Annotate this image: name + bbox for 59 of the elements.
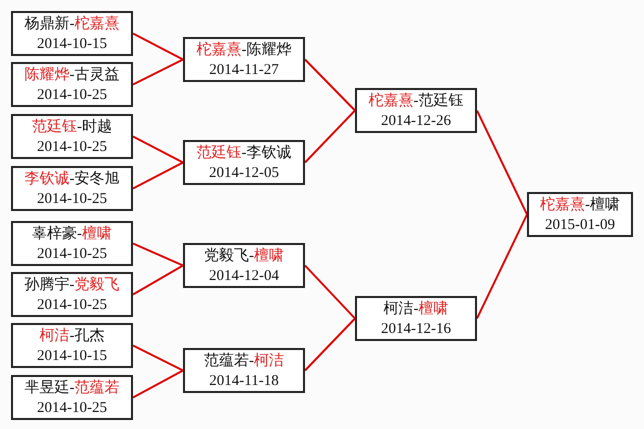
match-date: 2014-11-18 (209, 372, 279, 390)
bracket-line (476, 214, 528, 319)
bracket-line (132, 58, 184, 86)
match-date: 2014-10-25 (37, 244, 107, 264)
match-players: 陈耀烨-古灵益 (24, 66, 120, 84)
match-box (183, 243, 305, 288)
bracket-line (132, 264, 184, 296)
match-box (11, 272, 133, 317)
match-date: 2014-12-04 (209, 266, 279, 286)
match-players: 孙腾宇-党毅飞 (24, 275, 120, 294)
match-date: 2014-10-25 (37, 138, 107, 156)
match-box (183, 348, 305, 393)
match-box (527, 192, 633, 237)
match-date: 2014-10-25 (37, 296, 107, 314)
bracket-line (304, 58, 356, 112)
match-players: 柁嘉熹-檀啸 (540, 196, 620, 214)
match-date: 2014-12-16 (381, 320, 451, 338)
match-date: 2014-10-25 (37, 86, 107, 104)
bracket-line (304, 110, 356, 164)
match-box (11, 62, 133, 107)
match-players: 柯洁-檀啸 (384, 300, 448, 318)
match-box (11, 375, 133, 420)
match-date: 2015-01-09 (545, 216, 615, 234)
match-players: 芈昱廷-范蕴若 (24, 378, 120, 398)
match-players: 李钦诚-安冬旭 (24, 169, 120, 188)
match-players: 辜梓豪-檀啸 (32, 224, 112, 244)
match-players: 党毅飞-檀啸 (204, 246, 284, 266)
match-box (11, 114, 133, 159)
bracket-line (476, 110, 528, 215)
bracket-line (132, 242, 184, 266)
match-box (355, 88, 477, 133)
match-players: 柁嘉熹-陈耀烨 (196, 40, 292, 60)
bracket-line (132, 344, 184, 372)
match-players: 杨鼎新-柁嘉熹 (24, 14, 120, 34)
match-date: 2014-10-15 (37, 34, 107, 54)
match-players: 柯洁-孔杰 (40, 326, 104, 346)
match-box (11, 11, 133, 56)
match-date: 2014-10-25 (37, 190, 107, 208)
match-date: 2014-12-05 (209, 164, 279, 182)
match-date: 2014-12-26 (381, 112, 451, 130)
match-box (11, 166, 133, 211)
match-players: 范廷钰-时越 (32, 118, 112, 136)
match-players: 范廷钰-李钦诚 (196, 144, 292, 162)
bracket-line (132, 136, 184, 164)
bracket-line (304, 318, 356, 372)
bracket-line (132, 370, 184, 398)
match-players: 范蕴若-柯洁 (204, 352, 284, 370)
match-box (11, 221, 133, 266)
match-box (183, 140, 305, 185)
match-players: 柁嘉熹-范廷钰 (368, 92, 464, 110)
bracket-line (132, 162, 184, 190)
match-box (183, 37, 305, 82)
match-date: 2014-11-27 (209, 60, 279, 80)
match-date: 2014-10-25 (37, 398, 107, 418)
bracket-line (304, 264, 356, 320)
bracket-line (132, 32, 184, 60)
match-box (355, 296, 477, 341)
match-box (11, 323, 133, 368)
match-date: 2014-10-15 (37, 346, 107, 366)
